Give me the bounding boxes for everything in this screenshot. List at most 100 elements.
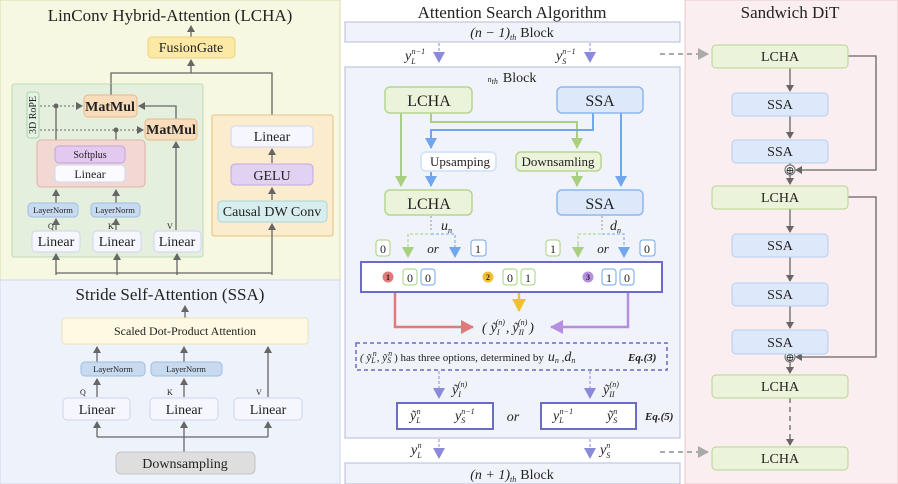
sandwich-block-4-label: LCHA	[761, 191, 800, 206]
inner-linear-box	[54, 164, 126, 183]
sandwich-block-4-lcha	[711, 185, 849, 210]
option-1-bit-l: 0	[407, 271, 413, 285]
v-label: V	[167, 222, 173, 231]
lcha-1-box	[384, 86, 473, 114]
choice-left-lcha-value: 0	[380, 242, 386, 256]
fusion-gate-label: FusionGate	[159, 41, 224, 56]
options-note-box	[355, 342, 668, 371]
sandwich-block-8-label: LCHA	[761, 380, 800, 395]
sandwich-block-5-ssa	[731, 233, 829, 258]
sandwich-block-9-label: LCHA	[761, 452, 800, 467]
lcha-2-label: LCHA	[407, 196, 451, 213]
option-2-bit-s: 1	[525, 271, 531, 285]
result-or: or	[507, 410, 520, 425]
sandwich-block-6-ssa	[731, 282, 829, 307]
linear-v-label: Linear	[159, 235, 196, 250]
search-title: Attention Search Algorithm	[418, 3, 607, 22]
option-1-bit-s: 0	[425, 271, 431, 285]
downsampling-op-label: Downsamling	[522, 154, 595, 169]
result-b-l: yLn−1	[551, 407, 573, 425]
result-option-a	[396, 402, 494, 430]
choice-right-lcha-value: 1	[550, 242, 556, 256]
ssa-2-label: SSA	[585, 196, 615, 213]
pair-label: (ỹI(n),ỹII(n))	[482, 318, 534, 337]
ssa-linear-v-label: Linear	[250, 403, 287, 418]
ssa-layernorm-k-label: LayerNorm	[166, 364, 206, 374]
ssa-1-label: SSA	[585, 93, 615, 110]
softplus-label: Softplus	[73, 150, 106, 161]
choice-right-lcha-bit	[545, 239, 561, 257]
result-a-s: ySn−1	[453, 407, 475, 425]
output-yl-label: yLn	[409, 441, 422, 460]
sandwich-block-7-ssa	[731, 329, 829, 355]
upsampling-box	[420, 151, 497, 172]
layernorm-k-box	[90, 202, 141, 218]
result-a-l: ỹLn	[408, 407, 421, 425]
rope-box	[26, 91, 40, 139]
sandwich-block-2-ssa	[731, 92, 829, 117]
ssa-layernorm-k-box	[150, 361, 223, 377]
layernorm-q-label: LayerNorm	[33, 205, 73, 215]
conv-linear-box	[230, 125, 314, 148]
ssa-linear-k-box	[149, 397, 219, 421]
rope-label: 3D RoPE	[28, 96, 39, 134]
downsampling-op-box	[515, 151, 602, 172]
conv-linear-label: Linear	[254, 130, 291, 145]
choice-left-lcha-bit	[375, 239, 391, 257]
choice-left-ssa-value: 1	[475, 242, 481, 256]
sandwich-block-5-label: SSA	[767, 239, 794, 254]
lcha-1-label: LCHA	[407, 93, 451, 110]
linear-k-box	[92, 230, 142, 253]
downsampling-label: Downsampling	[142, 457, 228, 472]
option-2-bit-l: 0	[507, 271, 513, 285]
eq3-ref: Eq.(3)	[627, 352, 656, 364]
svg-text:⊕: ⊕	[785, 352, 794, 364]
option-3-number: 3	[586, 273, 590, 282]
matmul-2-box	[144, 118, 198, 141]
plus-node-1: ⊕	[784, 164, 796, 177]
choice-right-or: or	[597, 241, 610, 256]
ssa-q-label: Q	[80, 388, 86, 397]
choice-right-ssa-value: 0	[644, 242, 650, 256]
option-3-bit-l: 1	[606, 271, 612, 285]
prev-block	[344, 21, 681, 43]
input-yl-label: yLn−1	[403, 47, 425, 66]
u-n-label: un	[441, 219, 452, 235]
options-note: ( ỹLn, ỹSn) has three options, determine…	[360, 349, 575, 365]
fusion-gate-box	[147, 36, 236, 59]
result-b-s: ỹSn	[605, 407, 617, 425]
output-ys-label: ySn	[598, 441, 610, 460]
sandwich-block-7-label: SSA	[767, 336, 794, 351]
ssa-layernorm-q-label: LayerNorm	[93, 364, 133, 374]
option-1-number: 1	[386, 273, 390, 282]
lcha-2-box	[384, 189, 473, 216]
sandwich-block-6-label: SSA	[767, 288, 794, 303]
result-option-b	[540, 402, 637, 430]
linear-q-box	[31, 230, 81, 253]
sandwich-block-1-lcha	[711, 44, 849, 69]
matmul-1-box	[83, 94, 138, 118]
option-2-number: 2	[486, 273, 490, 282]
choice-left-or: or	[427, 241, 440, 256]
sandwich-block-1-label: LCHA	[761, 50, 800, 65]
y-i-label: ỹI(n)	[450, 380, 468, 399]
matmul-1-label: MatMul	[85, 100, 135, 115]
ssa-1-box	[556, 86, 644, 114]
sdpa-label: Scaled Dot-Product Attention	[114, 324, 256, 338]
option-2: 2 0 1	[482, 268, 536, 286]
sandwich-block-2-label: SSA	[767, 98, 794, 113]
downsampling-box	[115, 451, 256, 475]
lcha-title: LinConv Hybrid-Attention (LCHA)	[48, 6, 293, 25]
sandwich-block-3-label: SSA	[767, 145, 794, 160]
svg-text:⊕: ⊕	[785, 165, 794, 177]
causal-dw-conv-label: Causal DW Conv	[223, 205, 322, 220]
ssa-linear-q-box	[62, 397, 131, 421]
gelu-box	[230, 163, 314, 186]
input-ys-label: ySn−1	[554, 47, 576, 66]
d-n-label: dn	[610, 219, 621, 235]
ssa-v-label: V	[256, 388, 262, 397]
